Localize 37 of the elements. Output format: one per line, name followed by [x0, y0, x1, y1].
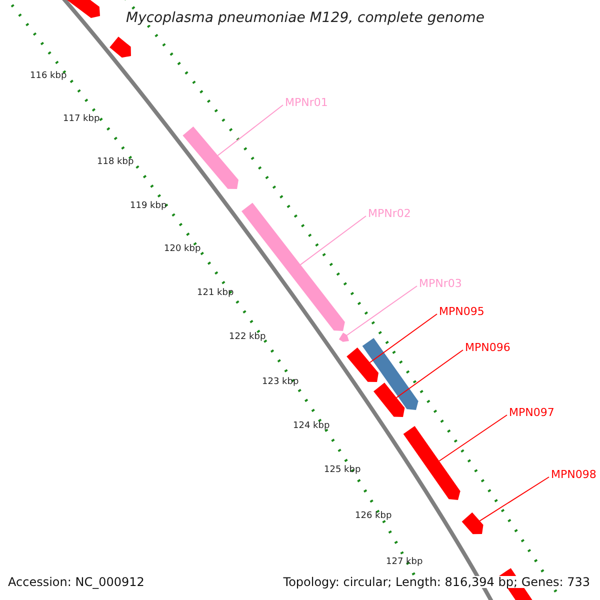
- gene-feature: [182, 126, 238, 189]
- leader-line: [396, 350, 464, 398]
- gene-label: MPNr02: [368, 208, 411, 219]
- gene-feature: [338, 332, 349, 342]
- genome-info-text: Topology: circular; Length: 816,394 bp; Genes: 733: [283, 576, 590, 588]
- tick-label: 124 kbp: [293, 422, 330, 431]
- tick-label: 123 kbp: [262, 378, 299, 387]
- gene-feature: [346, 348, 378, 382]
- gene-label: MPN095: [439, 306, 484, 317]
- gene-feature: [362, 338, 418, 410]
- leader-line: [479, 476, 550, 522]
- tick-label: 119 kbp: [130, 202, 167, 211]
- leader-line: [438, 414, 508, 462]
- tick-label: 122 kbp: [229, 333, 266, 342]
- leader-line: [369, 314, 438, 363]
- gene-label: MPNr03: [419, 278, 462, 289]
- gene-feature: [403, 426, 460, 500]
- gene-label: MPN097: [509, 407, 554, 418]
- accession-text: Accession: NC_000912: [8, 576, 144, 588]
- tick-label: 118 kbp: [97, 158, 134, 167]
- tick-label: 125 kbp: [324, 466, 361, 475]
- gene-feature: [242, 202, 345, 331]
- gene-feature: [110, 36, 131, 58]
- leader-line: [217, 104, 284, 156]
- tick-label: 127 kbp: [386, 558, 423, 567]
- gene-feature: [462, 512, 484, 534]
- tick-label: 116 kbp: [30, 72, 67, 81]
- gene-feature: [374, 382, 405, 417]
- tick-label: 120 kbp: [164, 245, 201, 254]
- gene-label: MPNr01: [285, 97, 328, 108]
- map-title: Mycoplasma pneumoniae M129, complete genome: [126, 11, 485, 25]
- tick-label: 126 kbp: [355, 512, 392, 521]
- leader-line: [300, 216, 366, 266]
- leader-line: [346, 286, 418, 336]
- gene-label: MPN098: [551, 469, 596, 480]
- gene-label: MPN096: [465, 342, 510, 353]
- tick-label: 117 kbp: [63, 115, 100, 124]
